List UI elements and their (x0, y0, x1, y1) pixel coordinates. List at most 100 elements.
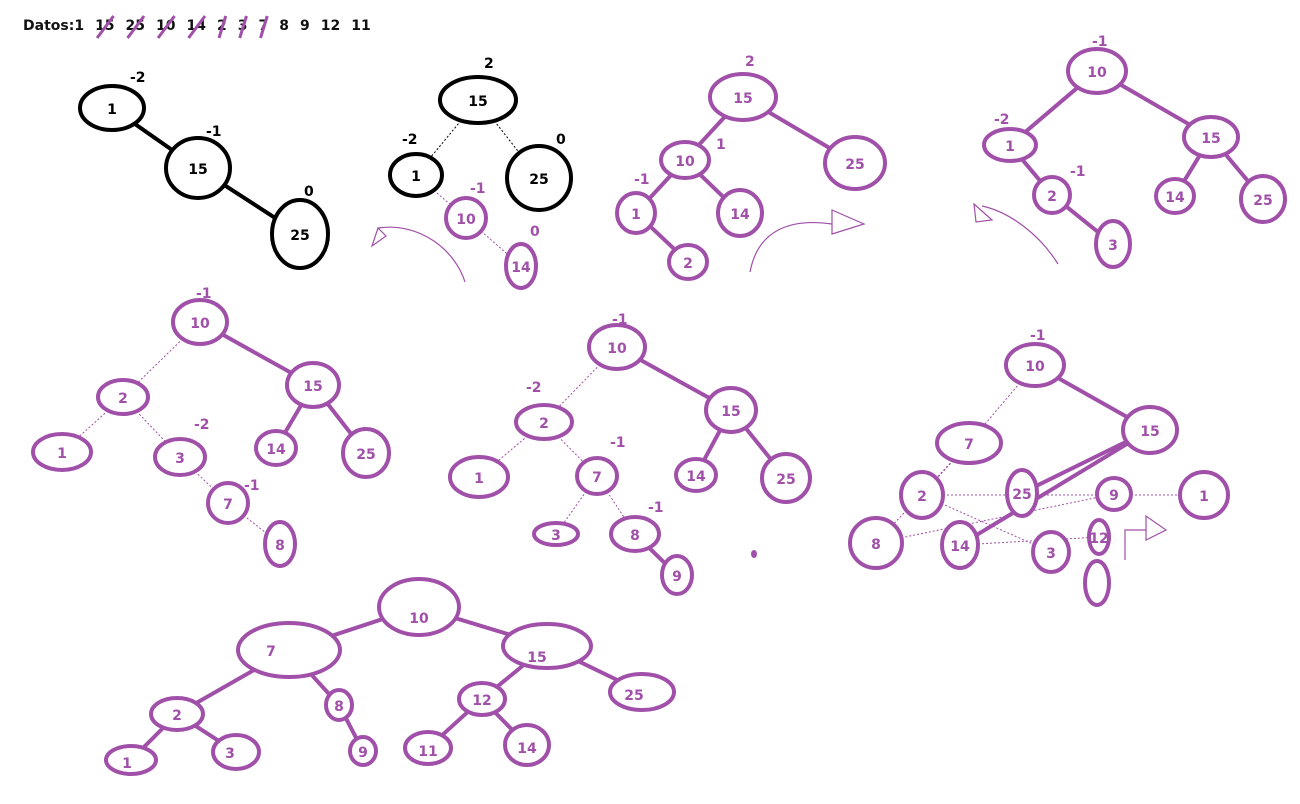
tree-edge (493, 120, 520, 154)
tree-edge (1023, 85, 1079, 134)
node-label: 15 (721, 404, 740, 420)
tree-node (263, 520, 297, 568)
node-label: 14 (517, 741, 537, 757)
tree-node (609, 515, 661, 553)
balance-factor: -1 (1030, 328, 1046, 344)
header-label: Datos: (23, 18, 75, 34)
node-label: 25 (356, 447, 375, 463)
tree-edge (892, 459, 954, 525)
tree-edge (702, 428, 723, 462)
tree-edge (433, 189, 452, 206)
tree-node (501, 622, 593, 670)
tree-node (760, 452, 812, 504)
header-value: 9 (300, 18, 310, 34)
header-strikes (95, 15, 269, 39)
balance-factor: -1 (470, 181, 486, 197)
empty-node (1083, 559, 1111, 607)
node-label: 15 (527, 650, 546, 666)
node-label: 10 (1025, 359, 1045, 375)
node-label: 2 (917, 489, 927, 505)
tree-node (444, 196, 488, 240)
node-label: 3 (551, 528, 561, 544)
strike-mark (156, 15, 176, 39)
tree-edge (743, 426, 773, 461)
node-label: 1 (474, 471, 484, 487)
header-value: 12 (320, 18, 341, 34)
tree-edge (557, 364, 601, 408)
tree-node (211, 733, 261, 771)
tree-edge (562, 490, 587, 524)
tree-edge (767, 110, 832, 151)
rotation-arrow-1 (370, 226, 466, 283)
tree-node (377, 577, 461, 637)
node-label: 9 (672, 569, 682, 585)
tree-node (149, 696, 205, 732)
balance-factor: -2 (194, 417, 210, 433)
node-label: 8 (871, 537, 881, 553)
tree-node (164, 136, 232, 200)
tree-node (1121, 405, 1179, 455)
tree-node (1095, 476, 1133, 512)
node-label: 14 (950, 539, 970, 555)
node-label: 1 (107, 102, 117, 118)
tree-node (823, 135, 887, 191)
node-label: 8 (275, 538, 285, 554)
tree-nodes: 1-215-12501521-225010-1140152101251-1142… (31, 34, 1287, 776)
node-label: 11 (418, 744, 437, 760)
balance-factor: -1 (610, 435, 626, 451)
balance-factor: -1 (634, 172, 650, 188)
node-label: 8 (334, 699, 344, 715)
balance-factor: -1 (648, 500, 664, 516)
node-label: 15 (188, 162, 207, 178)
tree-edge (430, 120, 462, 158)
tree-edge (243, 514, 268, 534)
tree-node (940, 520, 980, 570)
tree-node (704, 386, 758, 434)
node-label: 14 (511, 260, 531, 276)
tree-edge (455, 616, 511, 637)
node-label: 9 (358, 745, 368, 761)
balance-factor: -1 (206, 124, 222, 140)
rotation-arrow-2 (749, 209, 866, 273)
tree-node (254, 429, 298, 467)
node-label: 3 (1046, 546, 1056, 562)
node-label: 2 (539, 416, 549, 432)
tree-node (615, 191, 657, 235)
tree-edge (1064, 204, 1100, 234)
balance-factor: -1 (612, 312, 628, 328)
tree-edge (496, 435, 528, 462)
node-label: 7 (266, 644, 276, 660)
node-label: 14 (1165, 190, 1185, 206)
node-label: 12 (472, 693, 491, 709)
node-label: 15 (733, 91, 752, 107)
tree-edge (557, 436, 585, 463)
tree-edge (638, 357, 711, 401)
tree-node (1087, 518, 1111, 556)
tree-node (153, 437, 207, 477)
tree-node (587, 323, 647, 371)
tree-node (660, 554, 694, 596)
node-label: 1 (631, 207, 641, 223)
tree-edge (141, 726, 165, 750)
tree-edge (343, 716, 359, 740)
balance-factor: -1 (244, 478, 260, 494)
tree-node (1032, 175, 1072, 215)
tree-node (457, 681, 507, 717)
tree-node (503, 723, 551, 767)
node-label: 7 (223, 497, 233, 513)
node-label: 1 (122, 756, 132, 772)
tree-node (1066, 47, 1128, 95)
tree-node (104, 744, 158, 776)
tree-node (285, 361, 341, 409)
tree-node (532, 521, 580, 547)
node-label: 14 (686, 469, 706, 485)
tree-edge (1182, 154, 1202, 183)
rotation-arrow-3 (973, 202, 1059, 265)
tree-edge (325, 402, 354, 436)
